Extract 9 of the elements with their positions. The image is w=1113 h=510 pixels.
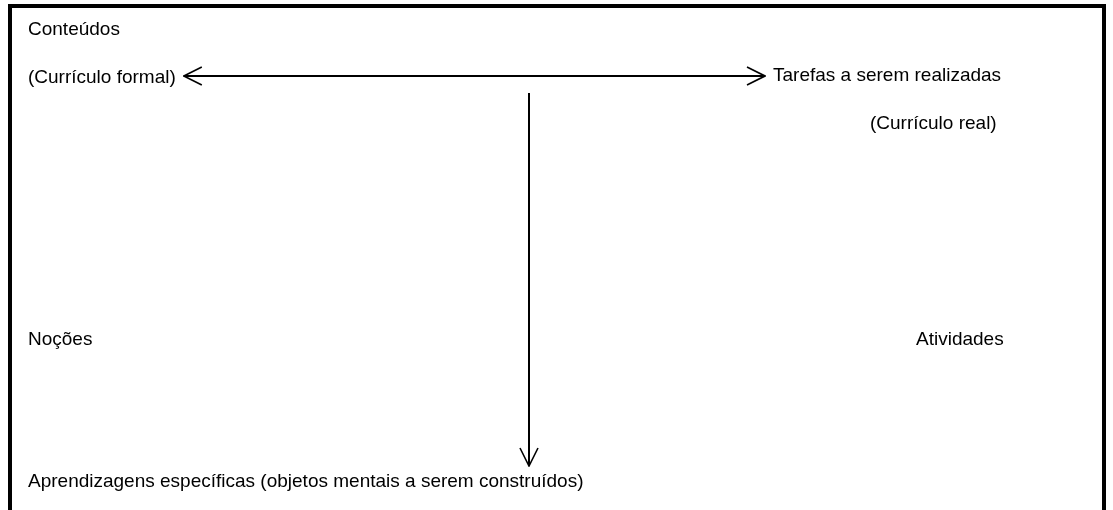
node-heading: Conteúdos	[28, 18, 120, 40]
node-heading: Tarefas a serem realizadas	[772, 64, 1002, 86]
text-label: Noções	[28, 328, 93, 350]
node-subtitle: (Currículo real)	[870, 112, 997, 134]
node-heading: Aprendizagens específicas (objetos mentais a serem construídos)	[28, 470, 584, 492]
node-subtitle: (Currículo formal)	[28, 66, 177, 88]
arrow	[519, 92, 539, 467]
text-label: Atividades	[916, 328, 1004, 350]
arrow	[182, 66, 766, 86]
